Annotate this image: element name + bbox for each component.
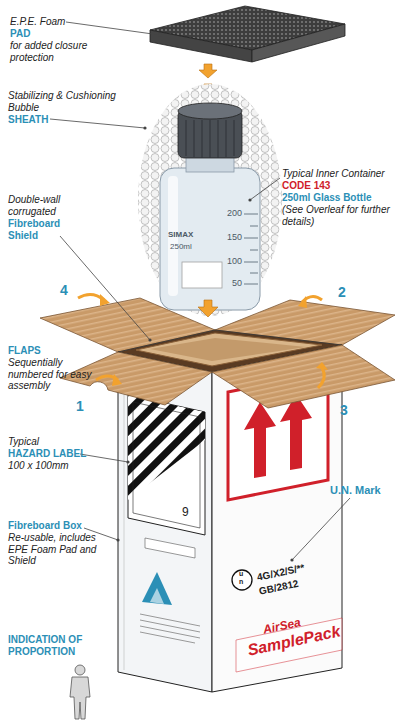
bottle-volume: 250ml [170, 242, 192, 251]
callout-title: FLAPS [8, 345, 41, 357]
callout-number: 3 [340, 402, 348, 418]
graduation-mark: 50 [232, 278, 242, 288]
foam-pad [150, 6, 345, 62]
fold-arrow [78, 294, 324, 388]
hazard-label [128, 395, 205, 535]
graduation-mark: 100 [227, 256, 242, 266]
callout-text: Stabilizing & Cushioning [8, 90, 116, 102]
callout-text: Re-usable, includes EPE Foam Pad and Shi… [8, 532, 103, 567]
leader-line [50, 22, 350, 560]
callout-text: for added closure protection [10, 40, 115, 63]
callout-text: Bubble [8, 102, 39, 114]
callout-text: (See Overleaf for further details) [282, 204, 392, 227]
fine-print [140, 614, 200, 643]
callout-title: INDICATION OF PROPORTION [8, 634, 98, 657]
glass-bottle [160, 103, 260, 310]
fold-arrowhead [100, 294, 328, 386]
callout-text: Sequentially numbered for easy assembly [8, 357, 103, 392]
callout-number: 4 [60, 282, 68, 298]
callout-title: Fibreboard Box [8, 520, 82, 532]
flap [212, 345, 395, 408]
callout-title: 250ml Glass Bottle [282, 192, 371, 204]
callout-number: 2 [338, 284, 346, 300]
un-symbol-letter: u [239, 570, 243, 578]
callout-title: U.N. Mark [330, 484, 381, 497]
graduation-mark: 200 [227, 208, 242, 218]
callout-text: 100 x 100mm [8, 460, 69, 472]
bubble-sheath [138, 84, 282, 316]
hazard-class: 9 [182, 506, 189, 520]
company-logo [142, 572, 172, 605]
un-symbol [232, 570, 252, 590]
callout-text: E.P.E. Foam [10, 16, 65, 28]
callout-title: HAZARD LABEL [8, 448, 86, 460]
un-symbol-letter: n [239, 578, 243, 586]
graduation-mark: 150 [227, 232, 242, 242]
callout-text: Double-wall corrugated [8, 194, 78, 217]
callout-number: 1 [76, 398, 84, 414]
leader-end [116, 33, 293, 561]
callout-title: SHEATH [8, 114, 48, 126]
callout-title: Fibreboard Shield [8, 218, 78, 241]
callout-text: Typical Inner Container [282, 168, 412, 180]
person-figure [70, 665, 90, 719]
product-code: CODE 143 [282, 180, 330, 192]
direction-arrow [198, 300, 218, 317]
bottle-brand: SIMAX [168, 230, 193, 239]
callout-title: PAD [10, 28, 30, 40]
callout-text: Typical [8, 436, 39, 448]
